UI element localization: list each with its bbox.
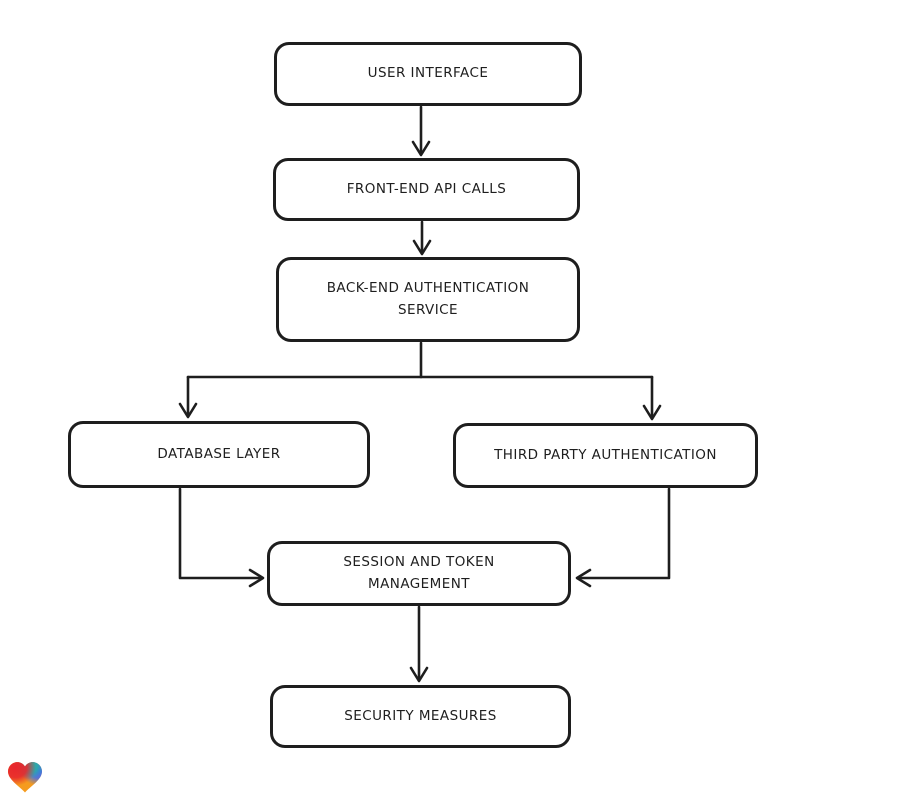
node-security-measures: SECURITY MEASURES: [270, 685, 571, 748]
arrow-front-end-to-back-end: [412, 220, 432, 256]
node-database-layer: DATABASE LAYER: [68, 421, 370, 488]
arrow-session-to-security: [409, 605, 429, 683]
branch-back-end-to-database-and-third-party: [178, 341, 662, 421]
arrow-database-to-session: [178, 487, 265, 588]
node-session-and-token-management-label: SESSION AND TOKEN MANAGEMENT: [343, 553, 495, 592]
arrow-user-interface-to-front-end: [411, 105, 431, 157]
gradient-heart-logo-icon[interactable]: [8, 762, 42, 794]
node-front-end-api-calls-label: FRONT-END API CALLS: [346, 180, 507, 197]
node-security-measures-label: SECURITY MEASURES: [344, 707, 497, 724]
node-user-interface: USER INTERFACE: [274, 42, 582, 106]
node-front-end-api-calls: FRONT-END API CALLS: [273, 158, 580, 221]
node-user-interface-label: USER INTERFACE: [367, 65, 489, 82]
node-database-layer-label: DATABASE LAYER: [157, 445, 281, 462]
node-third-party-authentication: THIRD PARTY AUTHENTICATION: [453, 423, 758, 488]
arrow-third-party-to-session: [575, 487, 671, 588]
node-back-end-authentication-service-label: BACK-END AUTHENTICATION SERVICE: [326, 279, 530, 318]
node-session-and-token-management: SESSION AND TOKEN MANAGEMENT: [267, 541, 571, 606]
node-back-end-authentication-service: BACK-END AUTHENTICATION SERVICE: [276, 257, 580, 342]
node-third-party-authentication-label: THIRD PARTY AUTHENTICATION: [494, 446, 717, 463]
